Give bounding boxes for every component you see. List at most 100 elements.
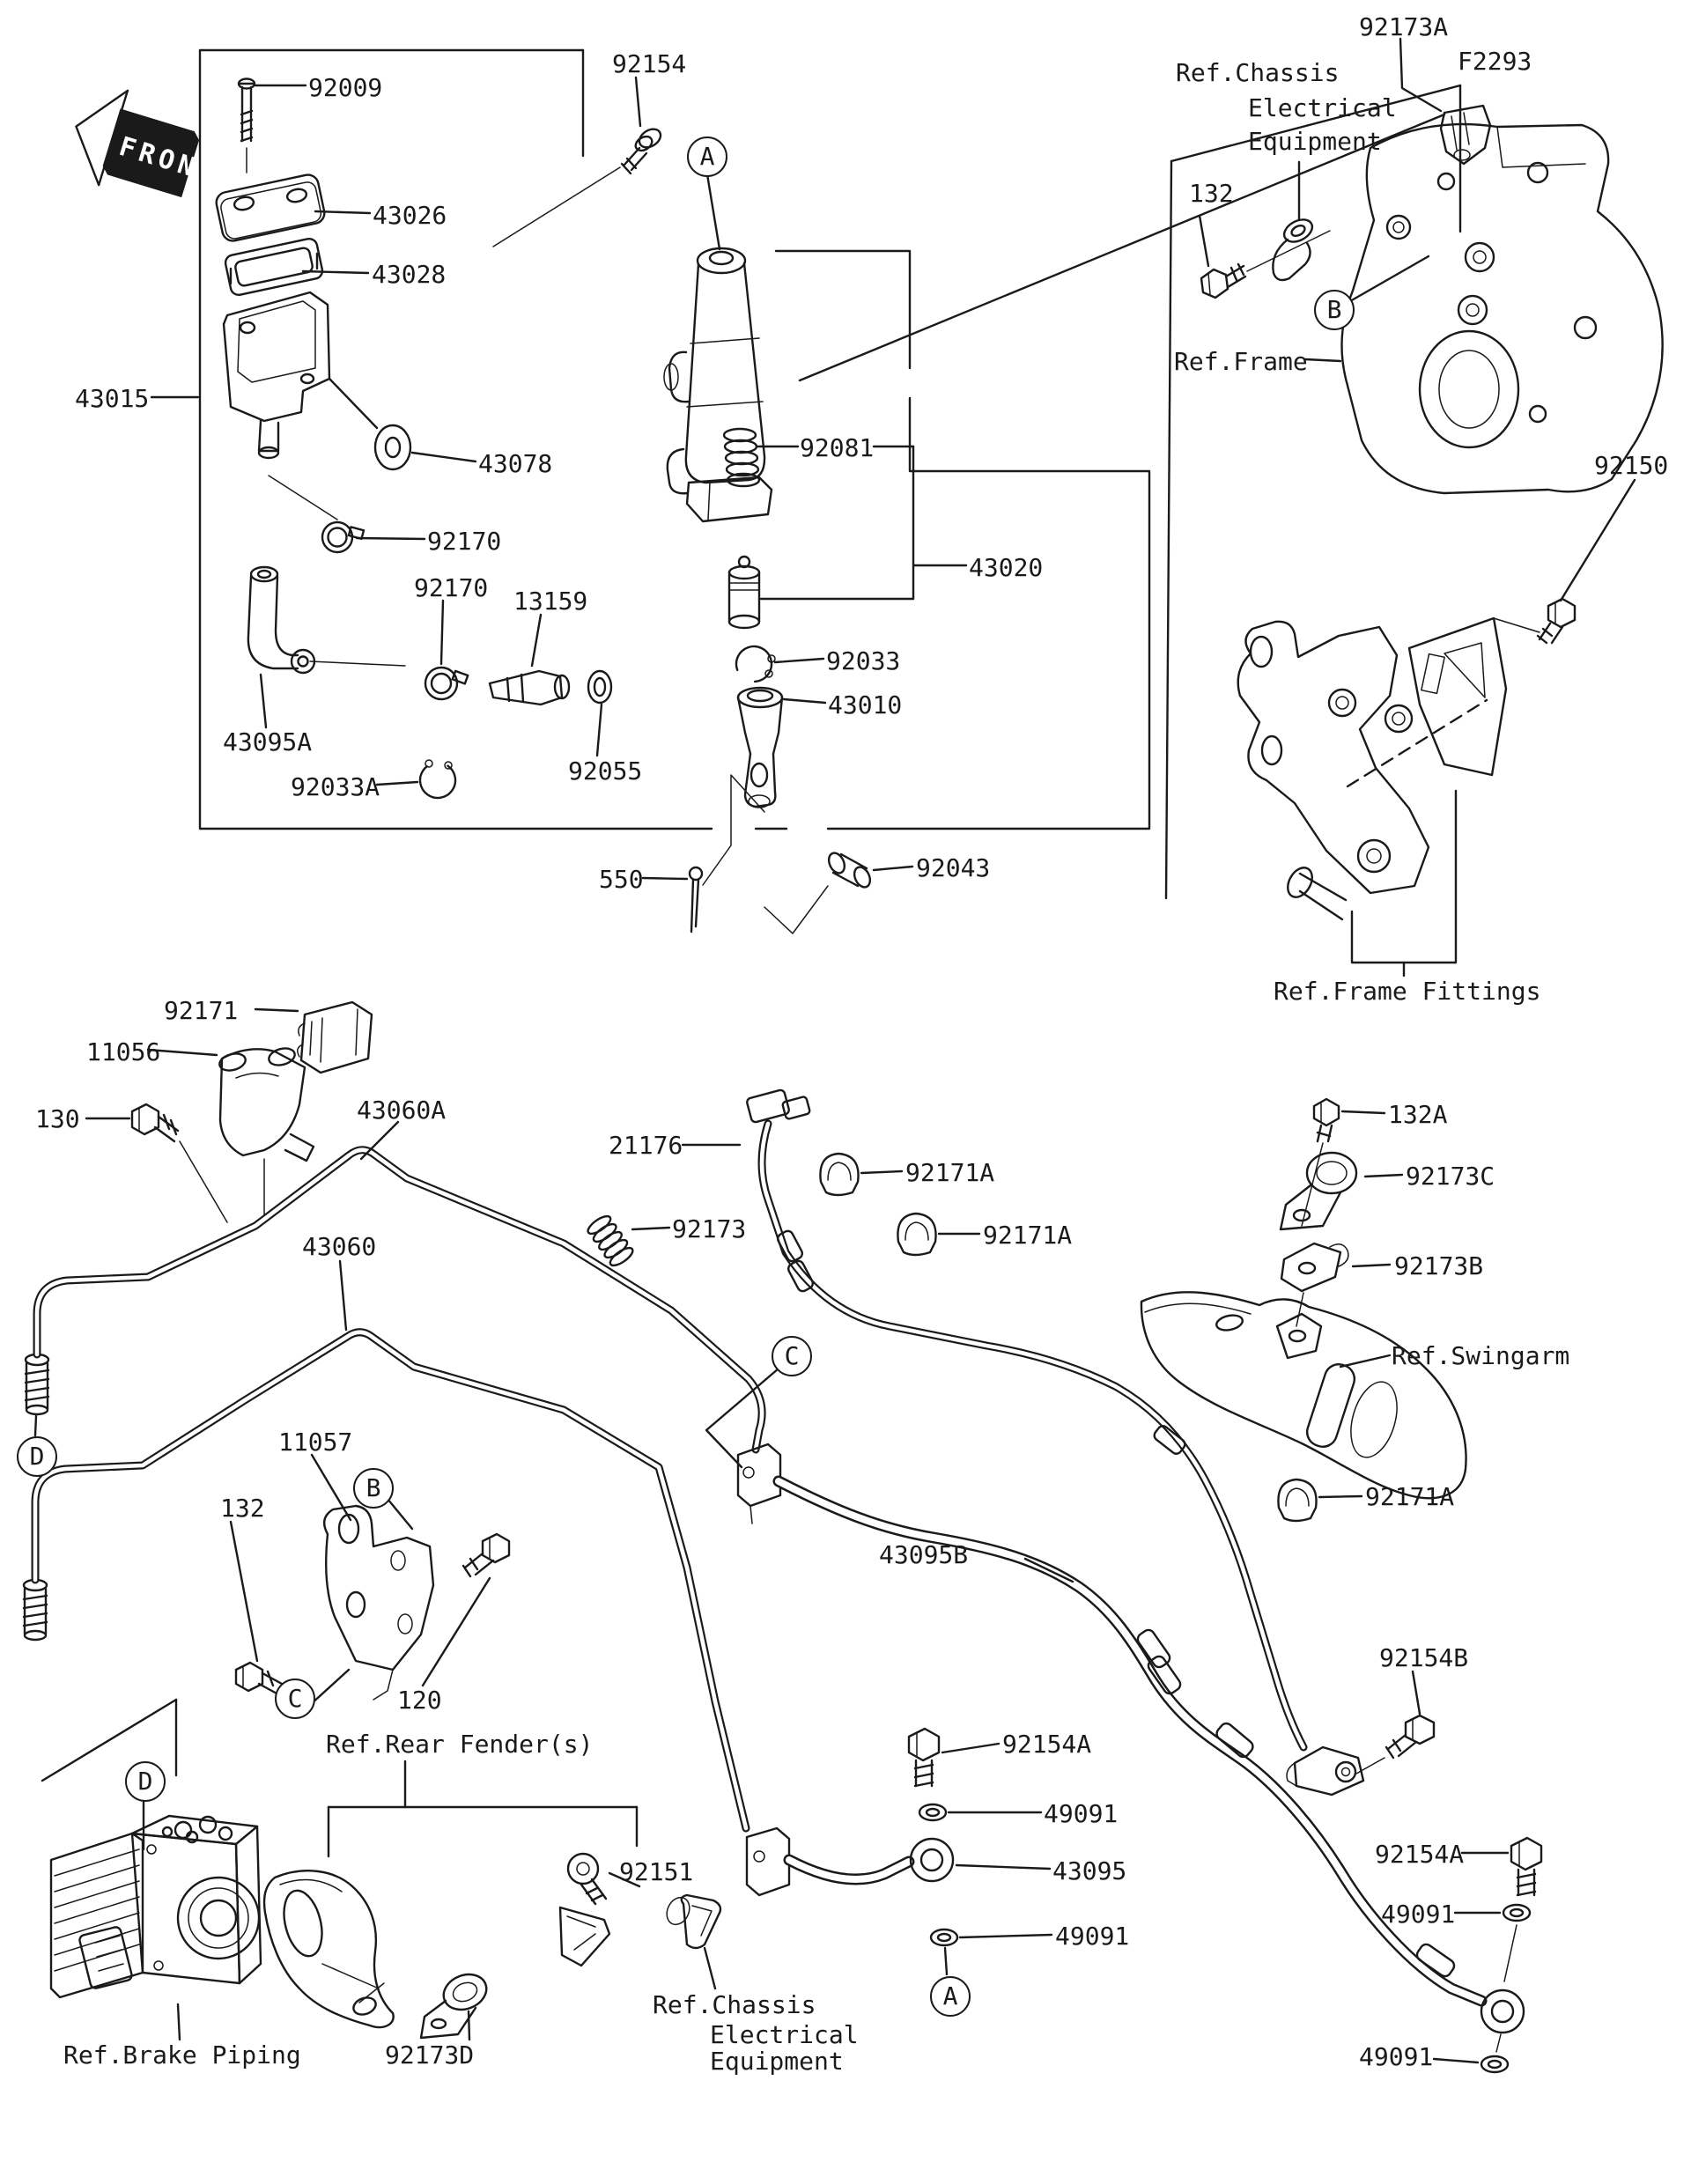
line-92173 bbox=[631, 1226, 671, 1231]
part-label-43095A: 43095A bbox=[223, 727, 313, 756]
pipe-43060-drawing bbox=[31, 1259, 750, 1833]
part-label-43078: 43078 bbox=[478, 449, 553, 478]
clip-ref-chassis-top-drawing bbox=[1272, 160, 1314, 282]
part-label-43010: 43010 bbox=[828, 690, 903, 719]
part-label-92170-1: 92170 bbox=[427, 527, 502, 556]
junction-bottom-drawing bbox=[745, 1826, 791, 1897]
reservoir-43078-drawing bbox=[222, 291, 477, 471]
part-label-92151: 92151 bbox=[619, 1857, 694, 1886]
bracket-11056-drawing bbox=[146, 1047, 315, 1162]
part-label-132-mid: 132 bbox=[220, 1494, 265, 1523]
part-label-ref-chassis-top-1: Ref.Chassis bbox=[1176, 58, 1340, 87]
part-label-21176: 21176 bbox=[609, 1131, 683, 1160]
part-label-ref-rear-fender: Ref.Rear Fender(s) bbox=[326, 1730, 594, 1759]
part-label-49091-3: 49091 bbox=[1381, 1900, 1456, 1929]
banjo-bottom-right-drawing bbox=[1480, 1988, 1525, 2053]
clamp-92171A-2-drawing bbox=[897, 1212, 981, 1257]
part-label-43095B: 43095B bbox=[879, 1540, 969, 1569]
washer-49091-2-drawing bbox=[929, 1928, 1053, 1976]
part-label-ref-frame-fittings: Ref.Frame Fittings bbox=[1274, 977, 1541, 1006]
bolt-92154A-right-drawing bbox=[1460, 1836, 1543, 1897]
part-label-43060A: 43060A bbox=[357, 1096, 447, 1125]
part-label-92150: 92150 bbox=[1594, 451, 1669, 480]
clamp-92173C-drawing bbox=[1279, 1151, 1404, 1231]
junction-C-drawing bbox=[705, 1367, 782, 1524]
cover-43026-drawing bbox=[215, 173, 372, 242]
screw-92150-drawing bbox=[1536, 478, 1636, 645]
part-label-43020: 43020 bbox=[969, 553, 1044, 582]
part-label-92171A-1: 92171A bbox=[905, 1158, 995, 1187]
bolt-132A-drawing bbox=[1301, 1097, 1386, 1227]
bolt-132-mid-drawing bbox=[234, 1661, 284, 1696]
ref-rear-fender-lines bbox=[327, 1760, 639, 1858]
screw-92009-drawing bbox=[237, 77, 307, 173]
part-label-92154: 92154 bbox=[612, 49, 687, 78]
clip-ref-chassis-bottom-drawing bbox=[666, 1893, 722, 1990]
part-label-132A: 132A bbox=[1388, 1100, 1448, 1129]
clamp-92173A-drawing bbox=[1399, 37, 1492, 166]
part-label-92173D: 92173D bbox=[385, 2040, 475, 2070]
part-label-43095: 43095 bbox=[1052, 1856, 1127, 1885]
part-label-ref-swingarm: Ref.Swingarm bbox=[1392, 1341, 1570, 1370]
part-label-ref-frame: Ref.Frame bbox=[1174, 347, 1308, 376]
bolt-92154B-drawing bbox=[1355, 1670, 1436, 1774]
part-label-92055: 92055 bbox=[568, 756, 643, 786]
part-label-92154B: 92154B bbox=[1379, 1643, 1469, 1672]
part-label-ref-chassis-bot-1: Ref.Chassis bbox=[653, 1990, 816, 2019]
part-label-49091-2: 49091 bbox=[1055, 1922, 1130, 1951]
bolt-92154A-left-drawing bbox=[907, 1727, 1001, 1788]
pipe-43060A-drawing bbox=[33, 1120, 766, 1454]
piston-43020-drawing bbox=[727, 555, 761, 630]
callout-circle-C-2: C bbox=[275, 1679, 315, 1719]
clamp-92170-2-drawing bbox=[424, 599, 469, 701]
screw-92151-drawing bbox=[566, 1852, 641, 1906]
part-label-92154A-2: 92154A bbox=[1375, 1840, 1465, 1869]
part-label-92173C: 92173C bbox=[1406, 1162, 1495, 1191]
part-label-92171A-3: 92171A bbox=[1365, 1482, 1455, 1511]
part-label-92171: 92171 bbox=[164, 996, 239, 1025]
part-label-92043: 92043 bbox=[916, 853, 991, 882]
screw-92154-drawing bbox=[492, 76, 662, 247]
part-label-43028: 43028 bbox=[372, 260, 447, 289]
clamp-92173B-drawing bbox=[1280, 1242, 1392, 1327]
clamp-92170-1-drawing bbox=[268, 475, 426, 554]
spring-92081-drawing bbox=[722, 427, 761, 488]
callout-circle-D-2: D bbox=[125, 1761, 166, 1802]
part-label-13159: 13159 bbox=[513, 587, 588, 616]
part-label-ref-chassis-top-2: Electrical bbox=[1248, 93, 1397, 122]
frame-fittings-drawing bbox=[1237, 616, 1540, 978]
part-label-92173B: 92173B bbox=[1394, 1251, 1484, 1280]
callout-circle-B-2: B bbox=[353, 1468, 394, 1509]
part-label-92173: 92173 bbox=[672, 1214, 747, 1243]
part-label-49091-1: 49091 bbox=[1044, 1799, 1119, 1828]
pushrod-43010-drawing bbox=[736, 686, 827, 808]
part-label-43015: 43015 bbox=[75, 384, 150, 413]
hose-43095A-drawing bbox=[247, 565, 406, 729]
part-label-92170-2: 92170 bbox=[414, 573, 489, 602]
clamp-92171A-3-drawing bbox=[1277, 1478, 1363, 1523]
spring-92173-drawing bbox=[587, 1214, 634, 1267]
part-label-92009: 92009 bbox=[308, 73, 383, 102]
abs-unit-drawing bbox=[49, 1814, 262, 2041]
callout-circle-A-1: A bbox=[687, 136, 727, 177]
hose-43095B-drawing bbox=[772, 1475, 1488, 2007]
snap-ring-92033-drawing bbox=[735, 645, 825, 683]
part-label-ref-brake-piping: Ref.Brake Piping bbox=[63, 2040, 301, 2070]
washer-49091-4-drawing bbox=[1432, 2055, 1510, 2074]
bracket-11057-drawing bbox=[229, 1453, 435, 1707]
part-label-130: 130 bbox=[35, 1104, 80, 1133]
pipe-fitting-lower-drawing bbox=[22, 1578, 48, 1642]
fender-piece-2-drawing bbox=[558, 1906, 611, 1967]
oring-92055-drawing bbox=[587, 669, 613, 757]
cotter-pin-550-drawing bbox=[641, 774, 765, 933]
bolt-130-drawing bbox=[85, 1103, 265, 1223]
part-label-ref-chassis-bot-2: Electrical bbox=[710, 2020, 859, 2049]
part-label-49091-4: 49091 bbox=[1359, 2042, 1434, 2071]
bracket-lines-43020 bbox=[756, 445, 968, 601]
gasket-43028-drawing bbox=[224, 237, 370, 297]
callout-circle-A-2: A bbox=[930, 1976, 971, 2017]
hose-43095-drawing bbox=[783, 1837, 1052, 1885]
part-label-ref-chassis-bot-3: Equipment bbox=[710, 2047, 844, 2076]
snap-ring-92033A-drawing bbox=[375, 759, 457, 800]
clamp-92173D-drawing bbox=[358, 1973, 488, 2041]
